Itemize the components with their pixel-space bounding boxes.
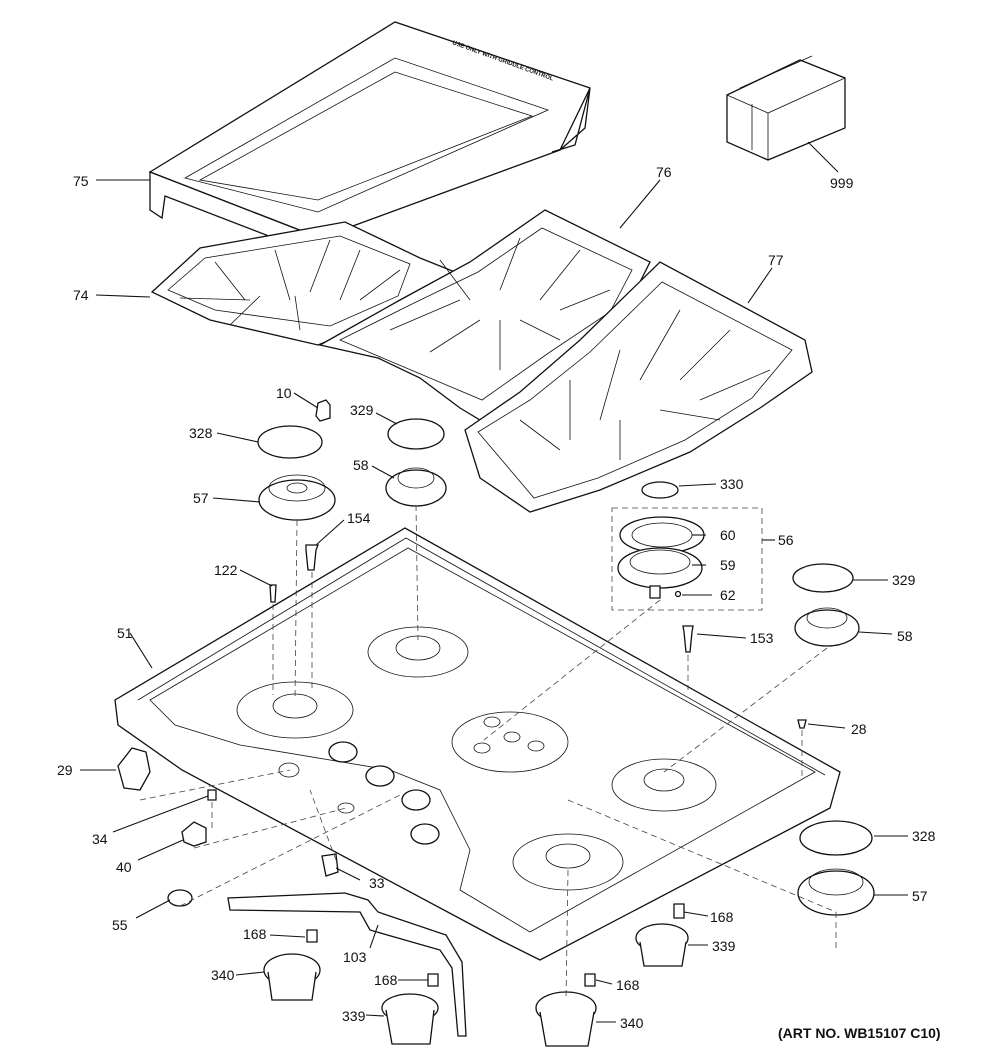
label-28: 28 — [851, 721, 867, 737]
label-56: 56 — [778, 532, 794, 548]
label-58-top: 58 — [353, 457, 369, 473]
label-103: 103 — [343, 949, 367, 965]
label-51: 51 — [117, 625, 133, 641]
label-328-right: 328 — [912, 828, 936, 844]
label-57-right: 57 — [912, 888, 928, 904]
label-10: 10 — [276, 385, 292, 401]
label-339-left: 339 — [342, 1008, 366, 1024]
part-labels: 75 74 76 77 999 10 328 329 58 57 154 122… — [57, 164, 941, 1041]
label-154: 154 — [347, 510, 371, 526]
burner-bases — [263, 903, 689, 1047]
label-330: 330 — [720, 476, 744, 492]
label-59: 59 — [720, 557, 736, 573]
label-168-a: 168 — [710, 909, 734, 925]
label-153: 153 — [750, 630, 774, 646]
label-168-d: 168 — [616, 977, 640, 993]
right-grate-part — [464, 261, 813, 513]
label-122: 122 — [214, 562, 238, 578]
label-60: 60 — [720, 527, 736, 543]
label-168-c: 168 — [374, 972, 398, 988]
label-57-top: 57 — [193, 490, 209, 506]
label-329-top: 329 — [350, 402, 374, 418]
label-74: 74 — [73, 287, 89, 303]
label-76: 76 — [656, 164, 672, 180]
small-parts-right — [682, 563, 860, 729]
label-58-right: 58 — [897, 628, 913, 644]
alignment-lines — [139, 504, 837, 1001]
label-168-b: 168 — [243, 926, 267, 942]
center-grate-part — [318, 209, 651, 421]
label-340-left: 340 — [211, 967, 235, 983]
label-340-right: 340 — [620, 1015, 644, 1031]
small-parts-left — [257, 399, 447, 603]
label-77: 77 — [768, 252, 784, 268]
label-34: 34 — [92, 831, 108, 847]
label-62: 62 — [720, 587, 736, 603]
packaging-box-part — [726, 55, 846, 161]
label-999: 999 — [830, 175, 854, 191]
label-29: 29 — [57, 762, 73, 778]
label-33: 33 — [369, 875, 385, 891]
knob-parts — [117, 747, 339, 907]
label-339-right: 339 — [712, 938, 736, 954]
label-329-right: 329 — [892, 572, 916, 588]
leader-lines — [80, 141, 908, 1023]
cooktop-part — [114, 527, 841, 961]
label-328-top: 328 — [189, 425, 213, 441]
label-75: 75 — [73, 173, 89, 189]
art-number: (ART NO. WB15107 C10) — [778, 1025, 941, 1041]
burner-assembly-56 — [611, 481, 763, 611]
label-40: 40 — [116, 859, 132, 875]
bracket-part — [227, 892, 467, 1037]
label-55: 55 — [112, 917, 128, 933]
